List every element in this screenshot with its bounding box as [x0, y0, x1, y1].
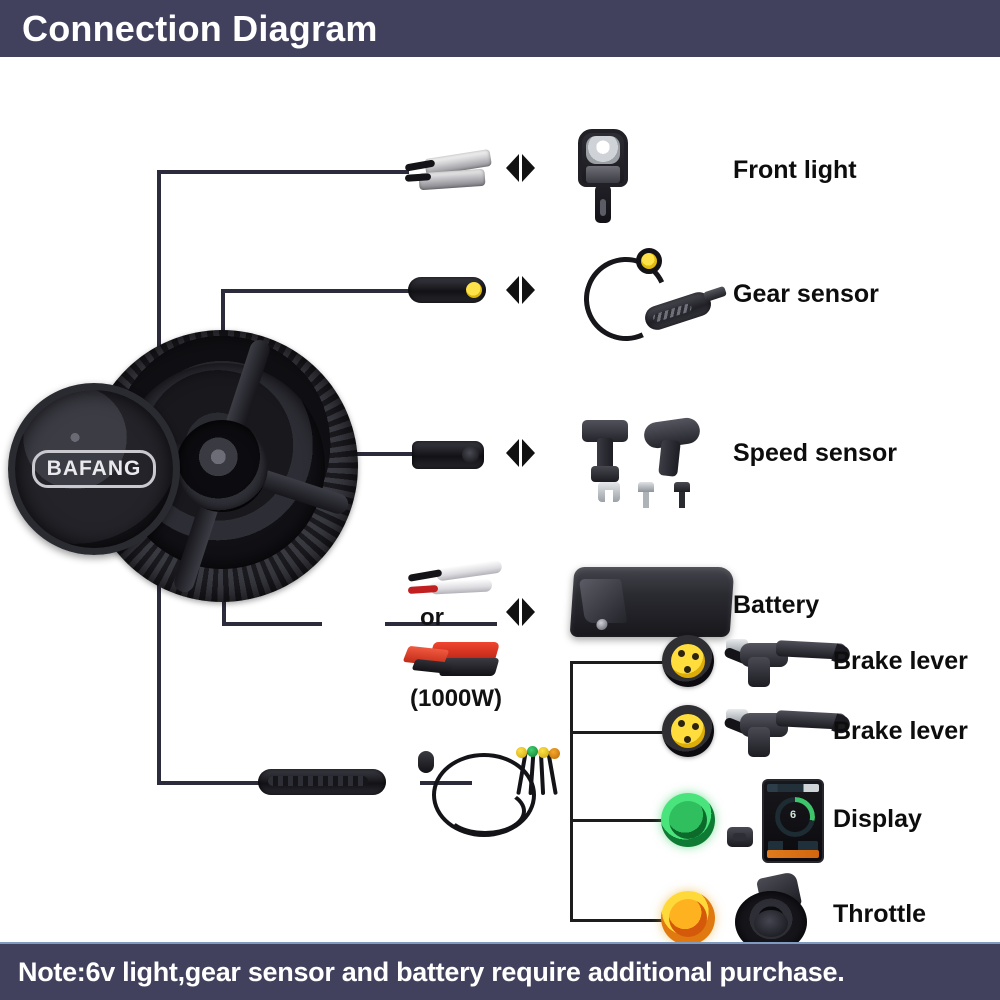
gear-sensor-tip: [702, 285, 728, 303]
battery-anderson-connector: [402, 642, 501, 676]
footer-note-text: Note:6v light,gear sensor and battery re…: [18, 956, 845, 987]
label-brake-lever-1: Brake lever: [833, 647, 968, 675]
connector-brake-lever-2: [662, 705, 714, 757]
display-part: 6: [762, 779, 824, 863]
bafang-logo: BAFANG: [31, 450, 157, 488]
wire-front-light-vertical: [157, 170, 161, 430]
header-bar: Connection Diagram: [0, 0, 1000, 57]
front-light-connector: [404, 148, 495, 194]
speed-sensor-magnet: [598, 482, 620, 502]
bafang-mid-drive-motor: BAFANG: [6, 325, 358, 615]
front-light-head: [578, 129, 628, 187]
front-light-part: [578, 129, 638, 229]
wire-battery-horizontal-left: [222, 622, 322, 626]
display-status-bar: [767, 784, 819, 792]
harness-branch-tip-1: [516, 747, 527, 758]
display-battery-bar: [767, 850, 819, 858]
battery-part: [569, 567, 735, 637]
harness-inline-connector: [258, 769, 386, 795]
display-speed-dial: [775, 797, 815, 837]
front-light-reflector: [586, 166, 620, 183]
page-title: Connection Diagram: [22, 7, 378, 49]
harness-loop: [432, 753, 536, 837]
harness-main-plug: [418, 751, 434, 773]
wire-front-light-horizontal: [157, 170, 409, 174]
harness-branch-tip-4: [549, 748, 560, 759]
front-light-lens: [586, 136, 620, 164]
gear-sensor-cable: [572, 245, 680, 353]
front-light-bracket: [595, 185, 611, 223]
speed-sensor-foot: [591, 466, 619, 482]
display-info-row: [768, 841, 818, 851]
diagram-canvas: BAFANG Front light: [0, 57, 1000, 953]
motor-cover: BAFANG: [6, 381, 182, 557]
speed-sensor-screw-dark: [674, 482, 690, 508]
brake-lever-part-2: [723, 707, 847, 757]
battery-bullet-connector: [407, 559, 518, 596]
harness-branch-tip-3: [538, 747, 549, 758]
label-gear-sensor: Gear sensor: [733, 280, 879, 308]
speed-sensor-connector: [412, 440, 492, 469]
speed-sensor-stem-alt: [658, 439, 681, 477]
wire-battery-horizontal-right: [385, 622, 497, 626]
wire-gear-sensor-horizontal: [221, 289, 415, 293]
wire-harness-vertical: [157, 557, 161, 785]
gear-sensor-connector: [408, 277, 494, 303]
connector-match-arrows-gear-sensor: [506, 276, 535, 304]
wire-speed-sensor-horizontal: [300, 452, 418, 456]
gear-sensor-part: [572, 245, 728, 353]
footer-note-bar: Note:6v light,gear sensor and battery re…: [0, 942, 1000, 1000]
connector-brake-lever-1: [662, 635, 714, 687]
speed-sensor-screw-silver: [638, 482, 654, 508]
label-throttle: Throttle: [833, 900, 927, 928]
harness-branch-tip-2: [527, 746, 538, 757]
branch-line-brake-2: [570, 731, 680, 734]
label-battery: Battery: [733, 591, 820, 619]
connector-display: [661, 793, 715, 847]
label-display: Display: [833, 805, 922, 833]
speed-sensor-part: [576, 412, 726, 512]
connector-throttle: [661, 891, 715, 945]
label-power-rating: (1000W): [410, 685, 503, 712]
branch-line-brake-1: [570, 661, 680, 664]
harness-cable-assembly: [418, 746, 568, 837]
branch-bracket-spine: [570, 661, 573, 921]
display-speed-value: 6: [789, 809, 797, 821]
label-or: or: [420, 604, 444, 631]
display-control-button: [727, 827, 753, 847]
branch-line-display: [570, 819, 680, 822]
connector-match-arrows-battery: [506, 598, 535, 626]
branch-line-throttle: [570, 919, 680, 922]
connector-match-arrows-front-light: [506, 154, 535, 182]
connector-match-arrows-speed-sensor: [506, 439, 535, 467]
gear-sensor-connector-face: [466, 282, 482, 298]
wire-harness-horizontal: [157, 781, 317, 785]
label-brake-lever-2: Brake lever: [833, 717, 968, 745]
label-speed-sensor: Speed sensor: [733, 439, 897, 467]
speed-sensor-body: [582, 420, 628, 442]
speed-sensor-stem: [597, 438, 613, 472]
gear-sensor-plug: [636, 248, 662, 274]
label-front-light: Front light: [733, 156, 857, 184]
harness-loop-inner: [444, 787, 526, 835]
brake-lever-part-1: [723, 637, 847, 687]
